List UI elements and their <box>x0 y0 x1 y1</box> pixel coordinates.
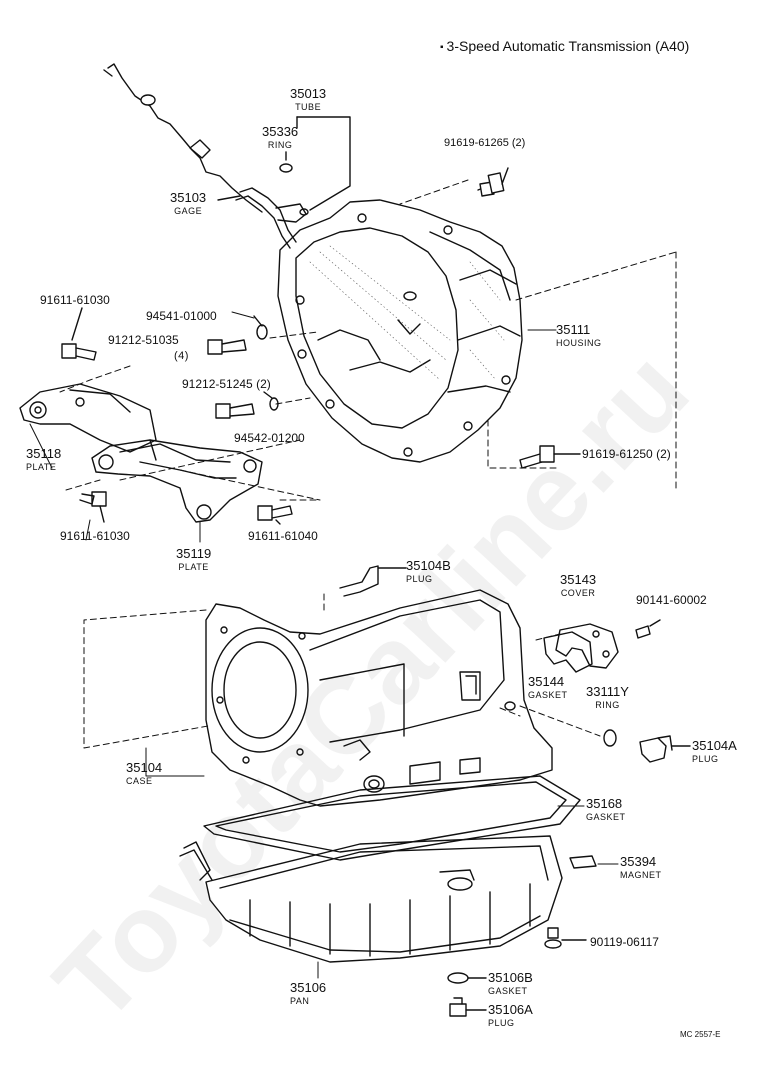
label-bolt-91212-51245: 91212-51245 (2) <box>182 377 271 391</box>
footer-code: MC 2557-E <box>680 1030 721 1039</box>
gasket-35144-shape <box>543 631 593 673</box>
gasket-35106B-shape <box>447 972 469 984</box>
oil-pan-35106-shape <box>179 835 563 963</box>
washer-94541-shape <box>256 324 268 340</box>
bolt-91619-61250-shape <box>519 445 581 469</box>
label-gasket-35144: 35144 GASKET <box>528 674 568 700</box>
bolt-91212-51035-shape <box>207 339 247 355</box>
diagram-title: ▪3-Speed Automatic Transmission (A40) <box>440 38 689 54</box>
label-tube: 35013 TUBE <box>290 86 327 112</box>
label-magnet-35394: 35394 MAGNET <box>620 854 662 880</box>
label-bolt-91611-61030-bottom: 91611-61030 <box>60 529 130 543</box>
label-cover-35143: 35143 COVER <box>560 572 597 598</box>
bolt-91611-61040-shape <box>257 505 293 525</box>
label-plate-35118: 35118 PLATE <box>26 446 62 472</box>
bolt-90141-shape <box>635 619 661 639</box>
label-ring-35336: 35336 RING <box>262 124 299 150</box>
label-ring-33111Y: 33111Y RING <box>586 684 629 710</box>
bullet-icon: ▪ <box>440 41 444 53</box>
washer-94542-shape <box>269 397 279 411</box>
label-plug-35106A: 35106A PLUG <box>488 1002 533 1028</box>
ring-35336-shape <box>279 163 293 173</box>
cover-35143-shape <box>555 623 619 669</box>
dipstick-gage <box>103 63 263 213</box>
label-bolt-91619-61250: 91619-61250 (2) <box>582 447 671 461</box>
bolt-91619-61265-shape <box>477 167 509 197</box>
filler-tube <box>235 187 309 249</box>
label-gasket-35106B: 35106B GASKET <box>488 970 533 996</box>
label-plate-35119: 35119 PLATE <box>176 546 212 572</box>
bolt-91611-61030-top-shape <box>61 307 97 361</box>
plug-35106A-shape <box>449 997 487 1017</box>
label-plug-35104B: 35104B PLUG <box>406 558 451 584</box>
ring-33111Y-shape <box>603 729 617 747</box>
label-gage: 35103 GAGE <box>170 190 207 216</box>
plate-35119-shape <box>91 439 263 523</box>
label-bolt-91611-61040: 91611-61040 <box>248 529 318 543</box>
label-plug-35104A: 35104A PLUG <box>692 738 737 764</box>
plug-35104B-shape <box>339 565 407 597</box>
label-washer-94542: 94542-01200 <box>234 431 305 445</box>
label-bolt-90141: 90141-60002 <box>636 593 707 607</box>
label-bolt-91611-61030-top: 91611-61030 <box>40 293 110 307</box>
pan-gasket-35168-shape <box>203 775 581 861</box>
label-housing: 35111 HOUSING <box>556 322 602 348</box>
bolt-91611-61030-bottom-shape <box>79 491 107 523</box>
magnet-35394-shape <box>569 855 597 869</box>
label-pan-35106: 35106 PAN <box>290 980 327 1006</box>
label-bolt-91212-51035: 91212-51035 (4) <box>108 333 189 362</box>
diagram-title-text: 3-Speed Automatic Transmission (A40) <box>446 38 690 54</box>
bell-housing-shape <box>277 199 523 463</box>
bolt-90119-shape <box>544 927 587 949</box>
label-gasket-35168: 35168 GASKET <box>586 796 626 822</box>
plate-35118-shape <box>19 383 157 453</box>
plug-35104A-shape <box>639 735 691 763</box>
bolt-91212-51245-shape <box>215 403 255 419</box>
label-case-35104: 35104 CASE <box>126 760 163 786</box>
label-bolt-91619-61265: 91619-61265 (2) <box>444 137 526 149</box>
transmission-case-shape <box>205 589 553 807</box>
label-bolt-90119: 90119-06117 <box>590 935 659 949</box>
label-washer-94541: 94541-01000 <box>146 309 217 323</box>
